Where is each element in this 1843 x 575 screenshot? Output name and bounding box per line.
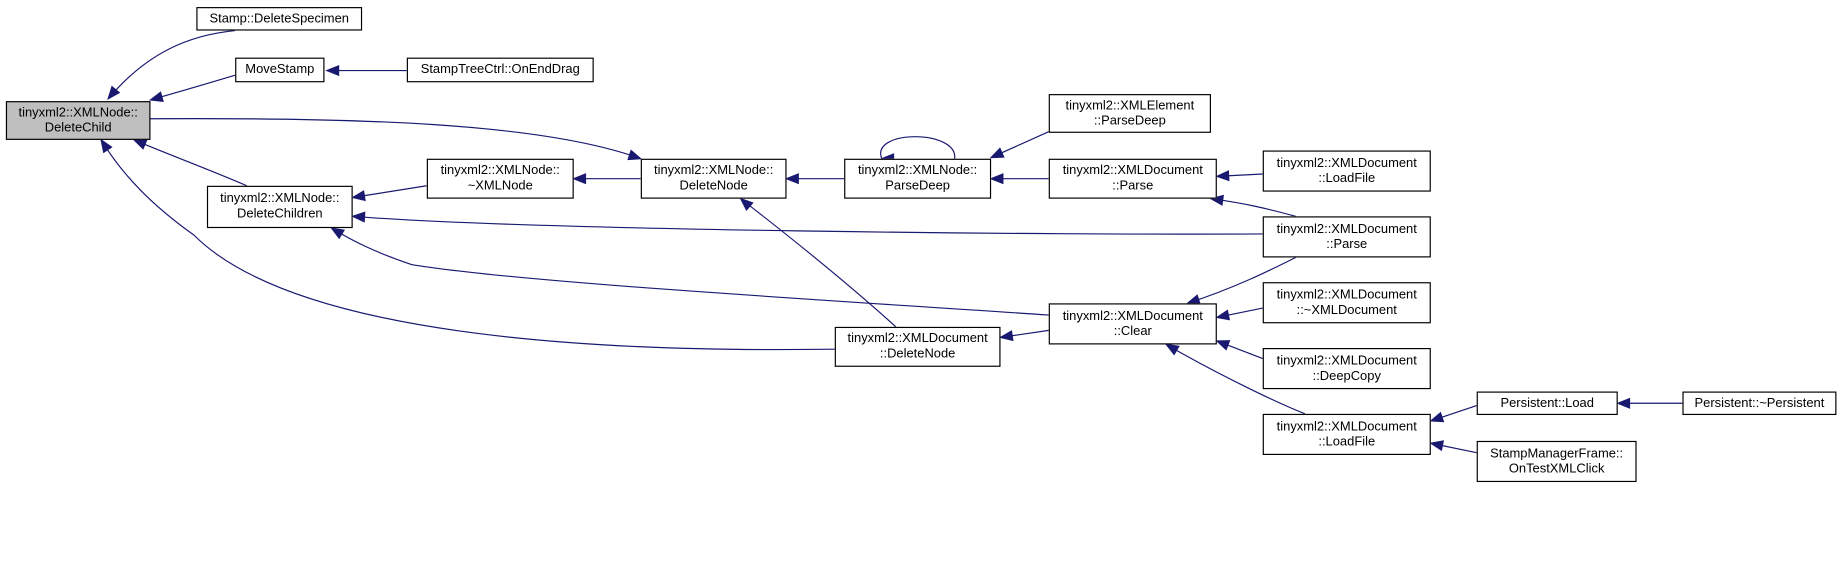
edge-deletenode-to-destructor-arrowhead — [572, 173, 587, 185]
edge-docparseb-to-clear — [1187, 256, 1296, 304]
edge-deletechildren-to-deletechild-arrowhead — [132, 139, 148, 150]
node-persistent-load-label: Persistent::Load — [1500, 395, 1594, 410]
edge-specimen-to-deletechild-arrowhead — [107, 85, 121, 100]
node-parse-deep[interactable]: tinyxml2::XMLNode:: ParseDeep — [844, 158, 992, 199]
edge-clear-to-deletechildren — [331, 227, 1049, 316]
call-graph-edges — [100, 29, 1683, 454]
node-doc-delete-node-line1: tinyxml2::XMLDocument — [847, 331, 988, 346]
node-doc-load-file-a-line1: tinyxml2::XMLDocument — [1276, 155, 1417, 170]
edge-deletechildren-to-deletechild — [133, 139, 248, 187]
node-element-parse-deep-line1: tinyxml2::XMLElement — [1065, 98, 1195, 113]
edge-docdeletenode-to-deletechild — [100, 139, 835, 351]
node-doc-destructor-line1: tinyxml2::XMLDocument — [1276, 287, 1417, 302]
edge-movestamp-to-deletechild — [150, 74, 236, 101]
edge-loadfileb-to-clear — [1165, 343, 1306, 415]
node-doc-parse-b-line2: ::Parse — [1326, 236, 1368, 252]
edge-parsedeep-self — [880, 136, 956, 159]
edge-destructor-to-deletechildren — [352, 185, 427, 199]
edge-onenddrag-to-movestamp-arrowhead — [325, 64, 340, 77]
node-delete-child: tinyxml2::XMLNode:: DeleteChild — [5, 101, 151, 140]
node-doc-load-file-b-line2: ::LoadFile — [1318, 434, 1376, 449]
node-parse-deep-line1: tinyxml2::XMLNode:: — [857, 163, 978, 178]
node-element-parse-deep-line2: ::ParseDeep — [1093, 113, 1166, 128]
node-doc-parse-a-line2: ::Parse — [1112, 178, 1154, 193]
node-xmlnode-destructor-line2: ~XMLNode — [467, 178, 533, 193]
node-doc-clear-line1: tinyxml2::XMLDocument — [1062, 308, 1203, 323]
edge-deepcopy-to-clear-arrowhead — [1215, 340, 1231, 351]
edge-deletenode-to-deletechild — [150, 118, 641, 160]
edge-clear-to-deletechildren-arrowhead — [330, 227, 345, 240]
edge-docparse-to-parsedeep-arrowhead — [989, 173, 1004, 185]
edge-docdeletenode-to-deletechild-arrowhead — [100, 138, 113, 154]
edge-clear-to-docdeletenode-arrowhead — [998, 330, 1014, 342]
node-delete-child-line2: DeleteChild — [44, 120, 112, 135]
edge-loadfileb-to-clear-arrowhead — [1164, 343, 1180, 356]
edge-parsedeep-to-deletenode-arrowhead — [784, 173, 799, 185]
edge-docparseb-to-docparse-arrowhead — [1209, 194, 1224, 206]
edge-ontestxml-to-loadfileb-arrowhead — [1429, 440, 1445, 452]
edge-docparseb-to-deletechildren — [352, 215, 1263, 235]
node-stamp-delete-specimen-label: Stamp::DeleteSpecimen — [209, 11, 349, 26]
node-delete-node-line2: DeleteNode — [679, 178, 748, 193]
node-persistent-load[interactable]: Persistent::Load — [1476, 391, 1618, 416]
node-stamp-tree-on-end-drag[interactable]: StampTreeCtrl::OnEndDrag — [406, 57, 594, 83]
node-element-parse-deep[interactable]: tinyxml2::XMLElement ::ParseDeep — [1048, 94, 1211, 133]
node-move-stamp[interactable]: MoveStamp — [235, 57, 325, 83]
node-delete-node-line1: tinyxml2::XMLNode:: — [653, 163, 774, 178]
node-on-test-xml-click[interactable]: StampManagerFrame:: OnTestXMLClick — [1476, 440, 1637, 483]
edge-movestamp-to-deletechild-arrowhead — [148, 91, 164, 102]
edge-docdeletenode-to-deletenode-arrowhead — [739, 197, 754, 211]
node-stamp-delete-specimen[interactable]: Stamp::DeleteSpecimen — [196, 7, 363, 31]
node-doc-parse-b[interactable]: tinyxml2::XMLDocument ::Parse — [1262, 216, 1431, 258]
node-move-stamp-label: MoveStamp — [245, 62, 315, 77]
node-doc-delete-node[interactable]: tinyxml2::XMLDocument ::DeleteNode — [834, 326, 1001, 367]
node-doc-load-file-a[interactable]: tinyxml2::XMLDocument ::LoadFile — [1262, 150, 1431, 192]
node-delete-children[interactable]: tinyxml2::XMLNode:: DeleteChildren — [206, 185, 353, 229]
node-delete-children-line1: tinyxml2::XMLNode:: — [220, 191, 340, 206]
node-on-test-xml-click-line1: StampManagerFrame:: — [1490, 446, 1624, 461]
node-xmlnode-destructor[interactable]: tinyxml2::XMLNode:: ~XMLNode — [426, 158, 574, 199]
edge-elementparsedeep-to-parsedeep-arrowhead — [989, 147, 1005, 159]
node-doc-load-file-a-line2: ::LoadFile — [1318, 171, 1376, 186]
node-doc-parse-b-line1: tinyxml2::XMLDocument — [1276, 221, 1417, 236]
node-xmlnode-destructor-line1: tinyxml2::XMLNode:: — [440, 163, 560, 178]
edge-persistentdestructor-to-load-arrowhead — [1616, 397, 1631, 409]
node-doc-clear-line2: ::Clear — [1113, 323, 1152, 339]
node-doc-deep-copy-line2: ::DeepCopy — [1312, 368, 1381, 383]
node-doc-clear[interactable]: tinyxml2::XMLDocument ::Clear — [1048, 303, 1217, 345]
edge-docdeletenode-to-deletenode — [740, 198, 897, 328]
edge-deletenode-to-deletechild-arrowhead — [627, 149, 643, 161]
node-persistent-destructor[interactable]: Persistent::~Persistent — [1682, 391, 1837, 416]
node-parse-deep-line2: ParseDeep — [885, 178, 950, 193]
edge-persistentload-to-loadfileb-arrowhead — [1429, 411, 1445, 423]
node-delete-children-line2: DeleteChildren — [237, 206, 323, 222]
node-doc-load-file-b-line1: tinyxml2::XMLDocument — [1276, 419, 1417, 434]
node-persistent-destructor-label: Persistent::~Persistent — [1694, 395, 1825, 410]
node-doc-deep-copy[interactable]: tinyxml2::XMLDocument ::DeepCopy — [1262, 348, 1431, 390]
node-doc-load-file-b[interactable]: tinyxml2::XMLDocument ::LoadFile — [1262, 413, 1431, 455]
node-stamp-tree-on-end-drag-label: StampTreeCtrl::OnEndDrag — [420, 62, 580, 77]
node-doc-delete-node-line2: ::DeleteNode — [879, 346, 956, 361]
node-doc-parse-a-line1: tinyxml2::XMLDocument — [1062, 163, 1203, 178]
node-doc-destructor-line2: ::~XMLDocument — [1296, 302, 1397, 317]
node-doc-deep-copy-line1: tinyxml2::XMLDocument — [1276, 353, 1417, 368]
edge-docparseb-to-docparse — [1210, 198, 1296, 217]
edge-specimen-to-deletechild — [107, 29, 236, 100]
node-on-test-xml-click-line2: OnTestXMLClick — [1508, 461, 1605, 476]
node-doc-destructor[interactable]: tinyxml2::XMLDocument ::~XMLDocument — [1262, 282, 1431, 324]
node-doc-parse-a[interactable]: tinyxml2::XMLDocument ::Parse — [1048, 158, 1217, 199]
edge-docdestructor-to-clear-arrowhead — [1215, 309, 1231, 321]
edge-loadfile-to-docparse-arrowhead — [1215, 170, 1230, 182]
node-delete-node[interactable]: tinyxml2::XMLNode:: DeleteNode — [640, 158, 787, 199]
node-delete-child-line1: tinyxml2::XMLNode:: — [18, 105, 138, 120]
edge-destructor-to-deletechildren-arrowhead — [351, 190, 366, 202]
edge-docparseb-to-deletechildren-arrowhead — [351, 211, 366, 223]
